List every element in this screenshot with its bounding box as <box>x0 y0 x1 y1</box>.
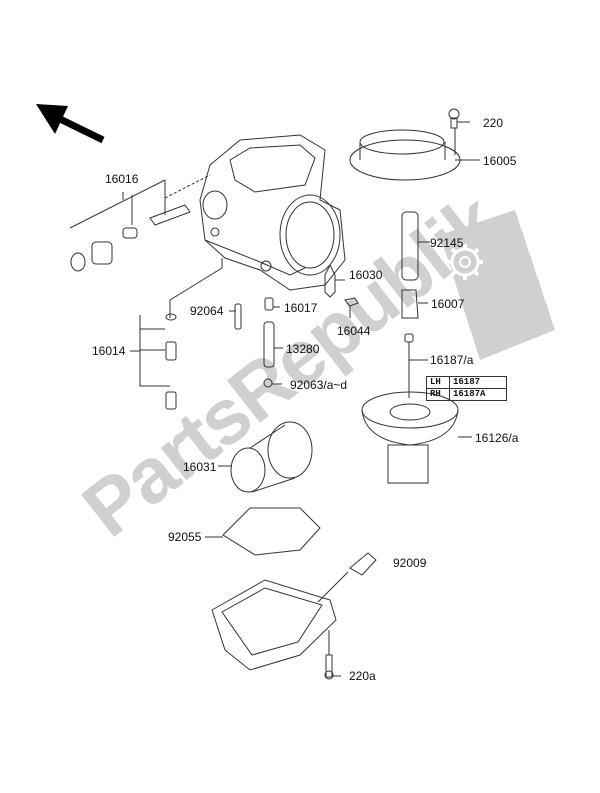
part-label-16031: 16031 <box>183 460 217 474</box>
part-label-92063: 92063/a~d <box>290 378 348 392</box>
variant-side: LH <box>426 376 450 389</box>
part-label-13280: 13280 <box>286 342 320 356</box>
part-label-92064: 92064 <box>190 304 224 318</box>
carburetor-body <box>199 134 346 291</box>
part-label-16017: 16017 <box>284 301 318 315</box>
part-label-16187a: 16187/a <box>430 353 474 367</box>
part-label-16007: 16007 <box>431 297 465 311</box>
variant-row: LH 16187 <box>426 376 507 389</box>
part-label-92055: 92055 <box>168 530 202 544</box>
variant-side: RH <box>426 388 450 401</box>
part-label-16126a: 16126/a <box>475 431 519 445</box>
variant-table: LH 16187 RH 16187A <box>426 376 507 401</box>
part-label-92145: 92145 <box>430 236 464 250</box>
variant-row: RH 16187A <box>426 388 507 401</box>
part-label-220a: 220a <box>349 669 376 683</box>
variant-part: 16187A <box>449 388 507 401</box>
part-label-16005: 16005 <box>483 154 517 168</box>
variant-part: 16187 <box>449 376 507 389</box>
orientation-arrow-icon <box>36 104 105 144</box>
part-label-92009: 92009 <box>393 556 427 570</box>
part-label-16014: 16014 <box>92 344 126 358</box>
part-label-16044: 16044 <box>337 324 371 338</box>
gear-icon <box>447 244 483 280</box>
part-label-16016: 16016 <box>105 172 139 186</box>
part-label-220: 220 <box>483 116 504 130</box>
part-label-16030: 16030 <box>349 268 383 282</box>
